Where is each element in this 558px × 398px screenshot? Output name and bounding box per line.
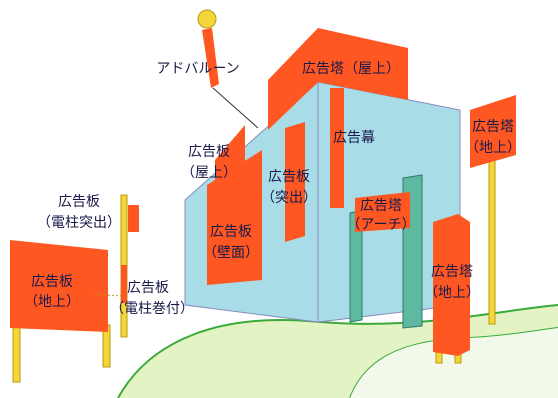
ground-board-left [10,240,108,332]
label-roof-board-2: （屋上） [181,165,237,181]
label-ground-tower-center-1: 広告塔 [431,264,473,280]
label-ground-tower-right-1: 広告塔 [472,119,514,135]
label-banner: 広告幕 [333,130,375,146]
pole-wrap-leader [91,293,122,297]
label-pole-board-2: （電柱突出） [37,215,121,231]
ground-board-left-pole-1 [12,324,21,383]
label-pole-wrap-board-2: （電柱巻付） [110,301,194,317]
label-wall-board-1: 広告板 [210,224,252,240]
balloon [197,9,217,29]
roof-billboard-left [268,28,318,130]
ground-tower-center [433,214,470,356]
label-ground-board-1: 広告板 [31,274,73,290]
label-pole-wrap-board-1: 広告板 [127,280,169,296]
label-arch-tower-1: 広告塔 [360,198,402,214]
label-arch-tower-2: （アーチ） [346,217,415,233]
ground-tower-right [470,95,516,168]
label-ground-tower-center-2: （地上） [424,285,480,301]
pole-projecting-board [128,205,139,232]
label-pole-board-1: 広告板 [58,194,100,210]
wall-board [207,150,262,285]
balloon-tether [212,87,259,129]
balloon-banner [202,28,219,88]
label-ground-board-2: （地上） [24,294,80,310]
label-projecting-board-2: （突出） [261,190,317,206]
arch-top-board [355,192,410,232]
label-projecting-board-1: 広告板 [268,169,310,185]
label-ad-balloon: アドバルーン [156,61,239,77]
roof-billboard-right [318,28,408,100]
label-ground-tower-right-2: （地上） [465,140,521,156]
label-roof-tower-2: （屋上） [344,61,400,77]
label-wall-board-2: （壁面） [203,245,259,261]
pole-wrap-board [121,265,127,303]
banner-sign [330,88,344,208]
label-roof-board-1: 広告板 [188,144,230,160]
label-roof-tower-1: 広告塔 [302,61,344,77]
projecting-board [285,122,305,242]
ground-tower-right-pole [488,151,496,325]
ground-fill-lower [350,328,558,398]
